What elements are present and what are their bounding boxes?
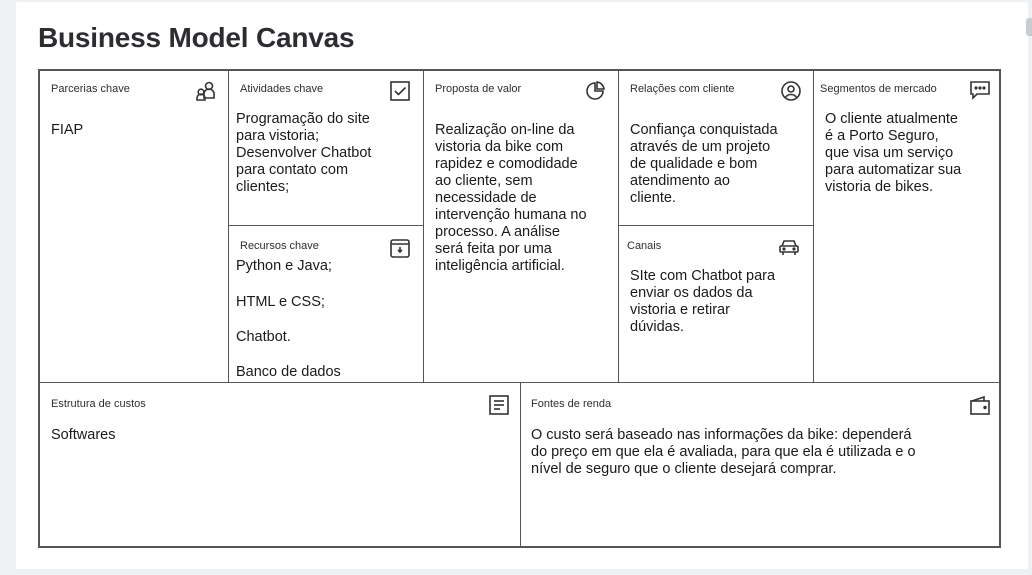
resource-item: Python e Java; — [236, 258, 332, 274]
block-key-activities[interactable]: Atividades chave Programação do site par… — [229, 71, 423, 225]
page-title: Business Model Canvas — [38, 22, 355, 53]
canvas-sheet — [16, 2, 1028, 569]
block-label: Proposta de valor — [435, 83, 522, 95]
divider — [520, 382, 521, 546]
block-channels[interactable]: Canais SIte com Chatbot para enviar os d… — [619, 226, 813, 382]
checkbox-icon — [389, 80, 411, 102]
block-label: Recursos chave — [240, 240, 319, 252]
divider — [228, 71, 229, 382]
block-label: Estrutura de custos — [51, 398, 146, 410]
block-cost-structure[interactable]: Estrutura de custos Softwares — [40, 383, 520, 546]
resource-item: Chatbot. — [236, 329, 291, 345]
partners-icon — [195, 80, 217, 102]
pie-chart-icon — [584, 80, 606, 102]
divider — [618, 225, 813, 226]
block-key-partners[interactable]: Parcerias chave FIAP — [40, 71, 228, 382]
wallet-icon — [969, 394, 991, 416]
divider — [40, 382, 999, 383]
block-key-resources[interactable]: Recursos chave Python e Java; HTML e CSS… — [229, 226, 423, 382]
divider — [813, 71, 814, 382]
block-text: FIAP — [51, 122, 84, 138]
block-text: Confiança conquistada através de um proj… — [630, 122, 778, 206]
block-text: Realização on-line da vistoria da bike c… — [435, 122, 587, 274]
block-value-proposition[interactable]: Proposta de valor Realização on-line da … — [424, 71, 618, 382]
block-text: O cliente atualmente é a Porto Seguro, q… — [825, 111, 962, 195]
block-text: Programação do site para vistoria; Desen… — [236, 111, 372, 195]
scroll-handle[interactable] — [1026, 18, 1032, 36]
divider — [423, 71, 424, 382]
divider — [618, 71, 619, 382]
document-icon — [488, 394, 510, 416]
block-label: Atividades chave — [240, 83, 324, 95]
car-icon — [778, 236, 800, 258]
block-text: SIte com Chatbot para enviar os dados da… — [630, 268, 776, 335]
block-text: Softwares — [51, 427, 116, 443]
divider — [228, 225, 423, 226]
archive-icon — [389, 237, 411, 259]
block-label: Canais — [627, 240, 662, 252]
block-customer-relationships[interactable]: Relações com cliente Confiança conquista… — [619, 71, 813, 225]
resource-item: Banco de dados — [236, 364, 341, 380]
resource-item: HTML e CSS; — [236, 294, 325, 310]
block-label: Parcerias chave — [51, 83, 130, 95]
user-circle-icon — [780, 80, 802, 102]
business-model-canvas: Parcerias chave FIAP Atividades chave Pr… — [38, 69, 1001, 548]
block-customer-segments[interactable]: Segmentos de mercado O cliente atualment… — [814, 71, 999, 382]
chat-icon — [969, 79, 991, 101]
block-label: Relações com cliente — [630, 83, 735, 95]
block-revenue-streams[interactable]: Fontes de renda O custo será baseado nas… — [521, 383, 999, 546]
block-text: O custo será baseado nas informações da … — [531, 427, 916, 477]
block-label: Fontes de renda — [531, 398, 612, 410]
block-label: Segmentos de mercado — [820, 83, 937, 95]
